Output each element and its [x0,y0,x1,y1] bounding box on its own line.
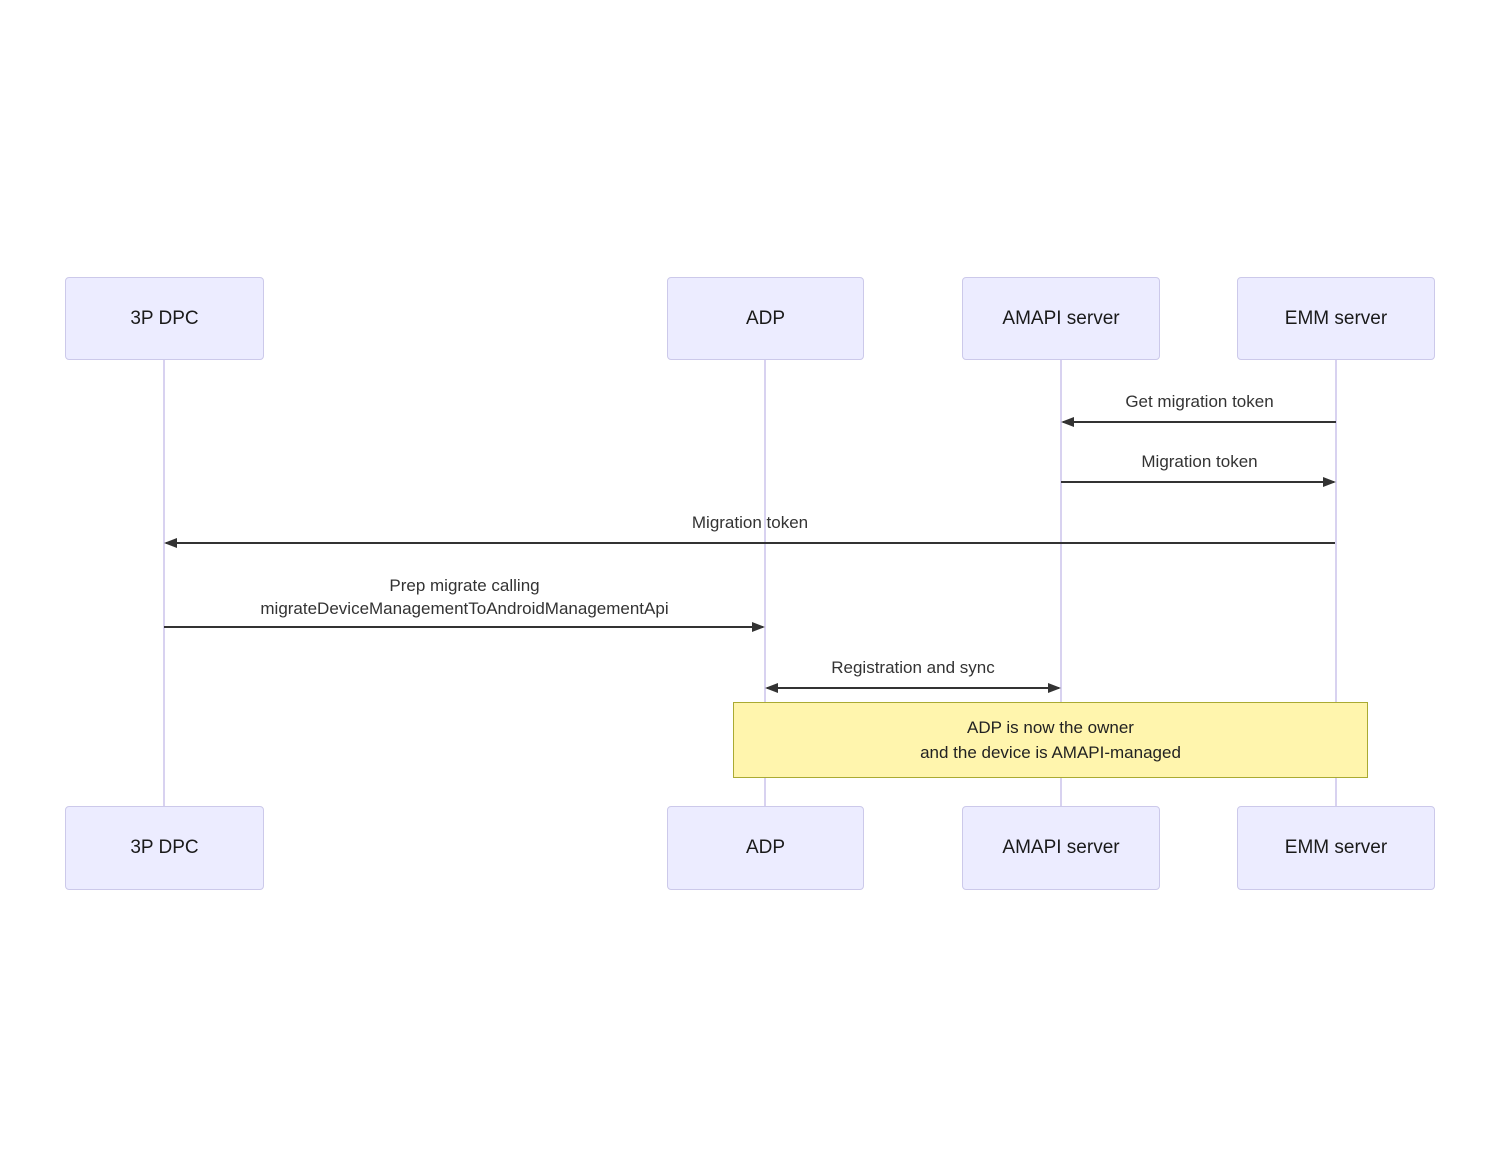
actor-top-3p-dpc: 3P DPC [65,277,264,360]
arrowhead-left-icon [164,538,177,548]
message-label: Prep migrate calling migrateDeviceManage… [260,576,669,618]
actor-label: EMM server [1284,837,1388,858]
actor-label: ADP [745,307,786,329]
actor-label: EMM server [1284,307,1388,329]
actor-top-amapi-server: AMAPI server [962,277,1160,360]
message-arrow-line [1063,421,1336,423]
arrowhead-left-icon [765,683,778,693]
actor-bottom-amapi-server: AMAPI server [962,806,1160,890]
lifeline-emm-server [1335,360,1337,806]
message-label: Migration token [1141,452,1258,471]
note-box: ADP is now the owner and the device is A… [733,702,1368,778]
actor-top-adp: ADP [667,277,864,360]
message-arrow-line [767,687,1059,689]
actor-bottom-emm-server: EMM server [1237,806,1435,890]
arrowhead-right-icon [1048,683,1061,693]
message-arrow-line [1061,481,1334,483]
arrowhead-left-icon [1061,417,1074,427]
arrowhead-right-icon [1323,477,1336,487]
note-text: ADP is now the owner and the device is A… [920,718,1181,762]
actor-bottom-adp: ADP [667,806,864,890]
arrowhead-right-icon [752,622,765,632]
lifeline-3p-dpc [163,360,165,806]
message-arrow-line [166,542,1335,544]
lifeline-adp [764,360,766,806]
actor-bottom-3p-dpc: 3P DPC [65,806,264,890]
actor-label: 3P DPC [130,837,199,858]
actor-label: ADP [745,837,786,858]
actor-label: 3P DPC [130,307,199,329]
actor-label: AMAPI server [1002,837,1120,858]
message-label: Registration and sync [831,658,995,677]
lifeline-amapi-server [1060,360,1062,806]
message-label: Get migration token [1125,392,1274,411]
actor-label: AMAPI server [1002,307,1120,329]
message-arrow-line [164,626,763,628]
message-label: Migration token [691,513,809,532]
actor-top-emm-server: EMM server [1237,277,1435,360]
